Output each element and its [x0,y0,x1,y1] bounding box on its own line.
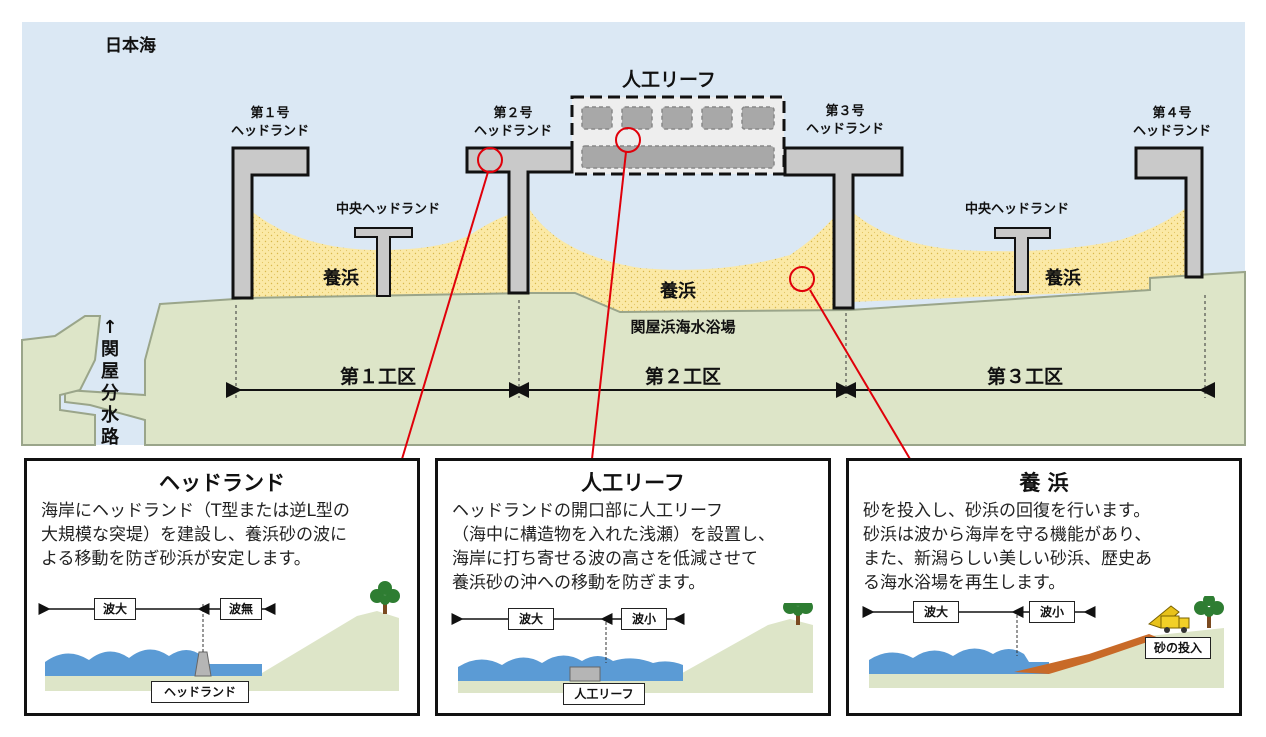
callout-lines [401,127,911,460]
reef-info-panel: 人工リーフ ヘッドランドの開口部に人工リーフ （海中に構造物を入れた浅瀬）を設置… [435,458,831,716]
callout-circle-headland [477,147,503,173]
headland-1 [231,146,310,300]
wave-shape [45,649,202,676]
headland-info-panel: ヘッドランド 海岸にヘッドランド（T型または逆L型の 大規模な突堤）を建設し、養… [24,458,420,716]
nourishment-label-3: 養浜 [1044,267,1081,289]
headland-panel-title: ヘッドランド [159,471,285,495]
headland-1-number: 第１号 [250,105,289,121]
dumped-sand [1014,634,1159,674]
wave-small-tag: 波小 [1029,601,1075,623]
dump-truck-icon [1147,605,1190,633]
reef-tag: 人工リーフ [563,683,645,705]
nourishment-label-1: 養浜 [322,267,359,289]
headland-4-name: ヘッドランド [1133,124,1211,139]
pine-tree-icon [370,581,400,614]
ground-profile [45,611,399,691]
channel-label: ↑ 関 屋 分 水 路 [101,317,120,448]
central-headland-right-label: 中央ヘッドランド [965,201,1069,217]
central-headland-left-label: 中央ヘッドランド [336,201,440,217]
nourishment-label-2: 養浜 [659,280,696,302]
headland-3-name: ヘッドランド [806,122,884,137]
reef-panel-text: ヘッドランドの開口部に人工リーフ （海中に構造物を入れた浅瀬）を設置し、 海岸に… [452,501,775,593]
channel-west-land [21,315,102,446]
svg-text:水: 水 [101,404,120,426]
headland-1-name: ヘッドランド [231,124,309,139]
reef-panel-title: 人工リーフ [581,471,685,495]
beach-name: 関屋浜海水浴場 [630,318,735,336]
svg-text:分: 分 [101,383,119,404]
central-headland-right [994,227,1051,293]
callout-circle-nourishment [789,266,815,292]
zone-3-label: 第３工区 [987,365,1063,388]
headland-3 [783,146,904,310]
zone-1-label: 第１工区 [340,365,416,388]
wave-none-tag: 波無 [220,598,262,620]
ground-profile [458,619,813,693]
sea-label: 日本海 [105,35,156,56]
central-headland-left [354,227,413,297]
nourishment-info-panel: 養 浜 砂を投入し、砂浜の回復を行います。 砂浜は波から海岸を守る機能があり、 … [846,458,1242,716]
pine-tree-icon [1194,596,1224,628]
wave-big-tag: 波大 [913,601,959,623]
wave-big-tag: 波大 [94,598,136,620]
nourishment-cross-section [862,596,1224,688]
headland-block [194,651,212,677]
zone-boundaries [235,295,1206,398]
pine-tree-icon [783,603,813,625]
svg-text:関: 関 [101,339,119,360]
reef-cross-section [451,603,813,693]
svg-text:路: 路 [101,426,120,448]
headland-2-number: 第２号 [493,105,532,121]
headland-panel-text: 海岸にヘッドランド（T型または逆L型の 大規模な突堤）を建設し、養浜砂の波に よ… [41,501,350,569]
callout-circle-reef [615,127,641,153]
nourishment-panel-title: 養 浜 [1019,471,1069,495]
wave-small-tag: 波小 [621,608,667,630]
headland-4 [1134,146,1204,279]
nourishment-panel-text: 砂を投入し、砂浜の回復を行います。 砂浜は波から海岸を守る機能があり、 また、新… [863,501,1152,593]
svg-text:↑: ↑ [102,317,117,338]
reef-label: 人工リーフ [622,69,716,91]
reef-block [569,666,601,682]
headland-2-name: ヘッドランド [474,124,552,139]
headland-3-number: 第３号 [825,103,864,119]
zone-2-label: 第２工区 [645,365,721,388]
headland-tag: ヘッドランド [151,681,249,703]
wave-shape [869,648,1049,674]
sand-input-tag: 砂の投入 [1145,637,1211,659]
headland-4-number: 第４号 [1152,105,1191,121]
sand-area-zone2 [530,210,840,312]
headland-2 [465,146,574,295]
wave-big-tag: 波大 [508,608,554,630]
svg-text:屋: 屋 [101,361,119,382]
